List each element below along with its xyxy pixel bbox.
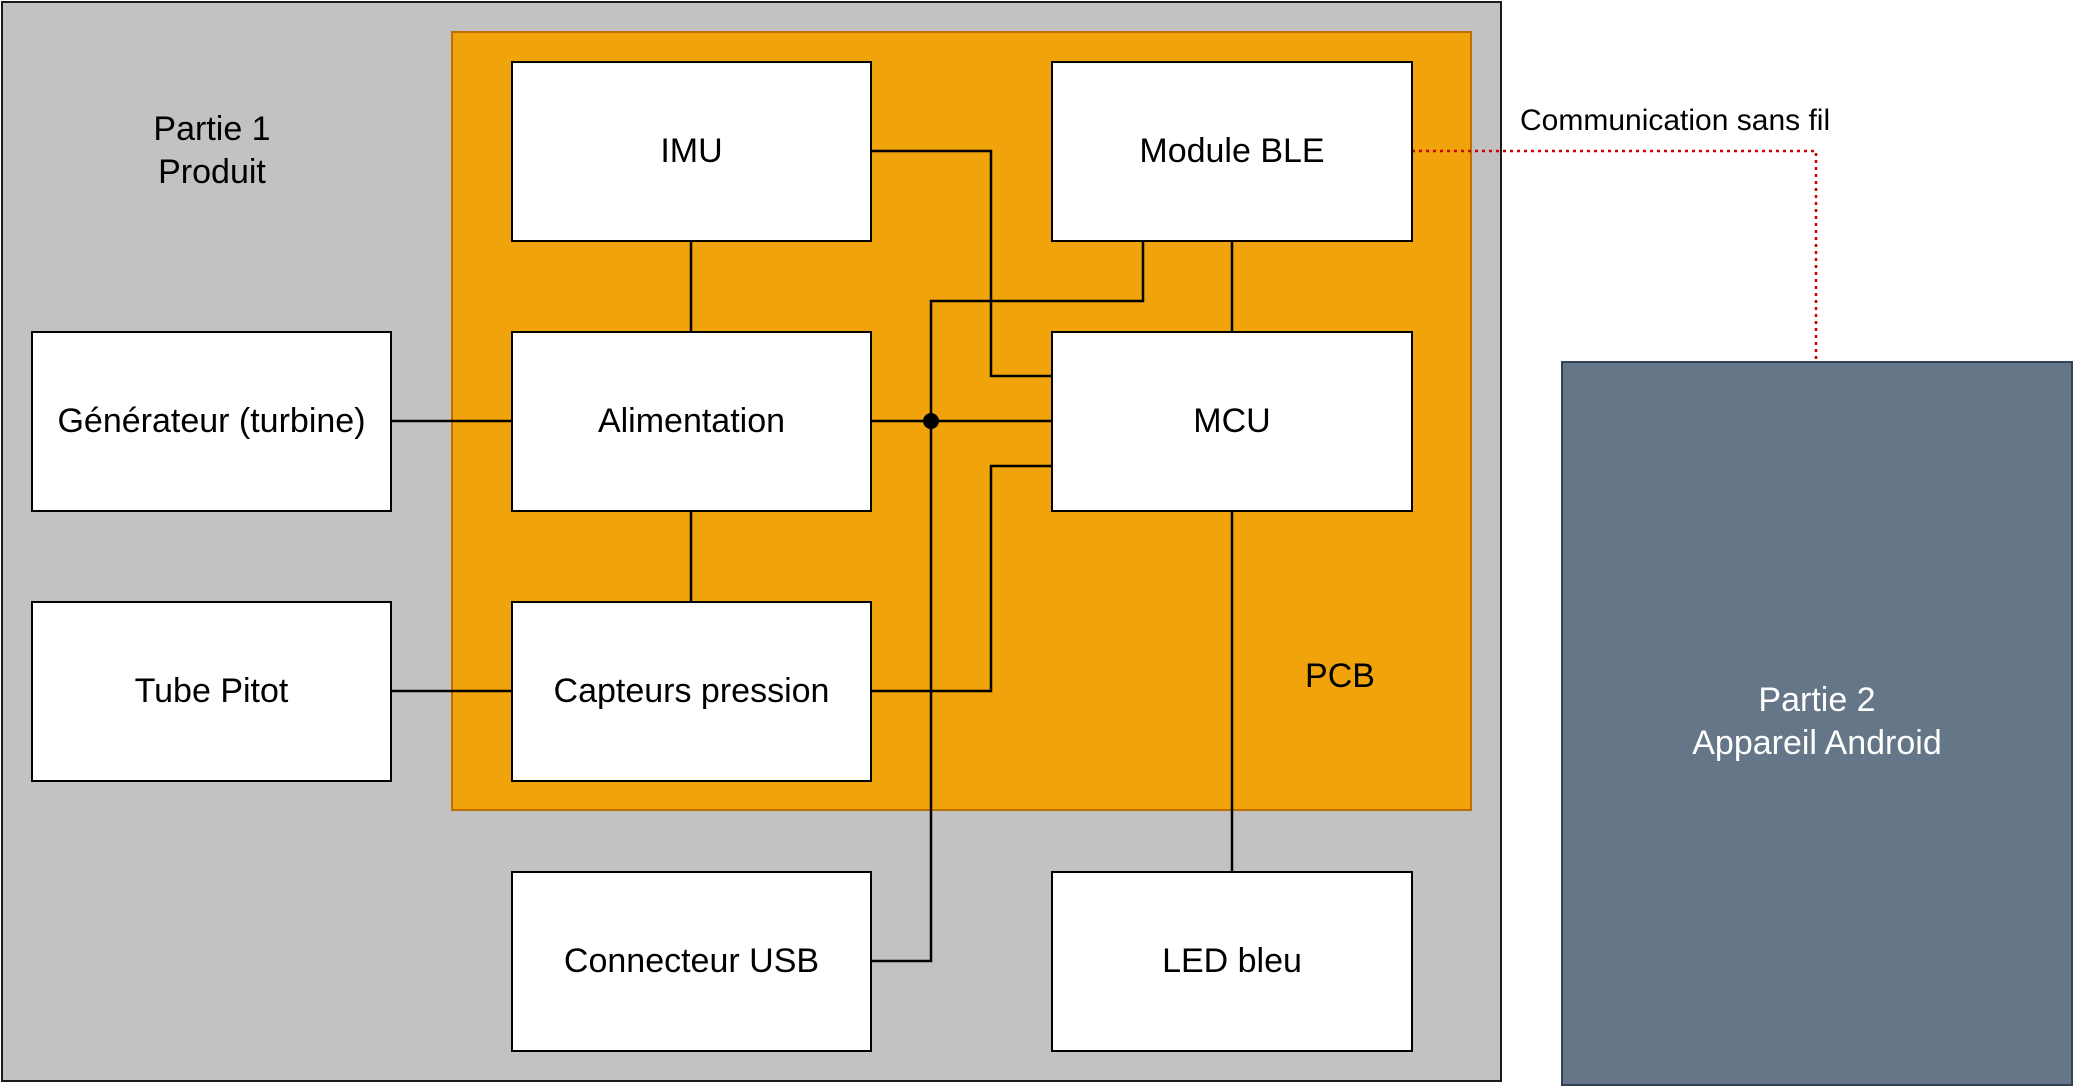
- wire-usb-bus: [871, 241, 1145, 963]
- wire-imu-mcu: [871, 149, 1051, 378]
- wireless-link: [1412, 149, 1818, 361]
- power-label: Alimentation: [597, 402, 786, 440]
- led-block: LED bleu: [1051, 871, 1413, 1052]
- part2-title: Partie 2: [1758, 681, 1876, 719]
- part2-label: Partie 2 Appareil Android: [1620, 679, 2014, 765]
- pressure-sensors-block: Capteurs pression: [511, 601, 872, 782]
- mcu-block: MCU: [1051, 331, 1413, 512]
- pcb-label: PCB: [1305, 657, 1375, 695]
- ble-module-label: Module BLE: [1139, 132, 1325, 170]
- part2-region: [1561, 361, 2073, 1086]
- led-label: LED bleu: [1162, 942, 1302, 980]
- wireless-label: Communication sans fil: [1520, 104, 1831, 137]
- generator-label: Générateur (turbine): [57, 402, 366, 440]
- ble-module-block: Module BLE: [1051, 61, 1413, 242]
- mcu-label: MCU: [1193, 402, 1271, 440]
- imu-block: IMU: [511, 61, 872, 242]
- usb-connector-block: Connecteur USB: [511, 871, 872, 1052]
- pressure-sensors-label: Capteurs pression: [553, 672, 830, 710]
- pitot-label: Tube Pitot: [134, 672, 289, 710]
- generator-block: Générateur (turbine): [31, 331, 392, 512]
- usb-connector-label: Connecteur USB: [563, 942, 820, 980]
- wire-pressure-mcu: [871, 464, 1051, 693]
- junction-dot: [923, 413, 939, 429]
- part2-subtitle: Appareil Android: [1692, 724, 1942, 762]
- part1-label: Partie 1 Produit: [112, 108, 312, 194]
- pitot-block: Tube Pitot: [31, 601, 392, 782]
- part1-subtitle: Produit: [158, 153, 266, 191]
- part1-title: Partie 1: [153, 110, 271, 148]
- imu-label: IMU: [660, 132, 723, 170]
- power-block: Alimentation: [511, 331, 872, 512]
